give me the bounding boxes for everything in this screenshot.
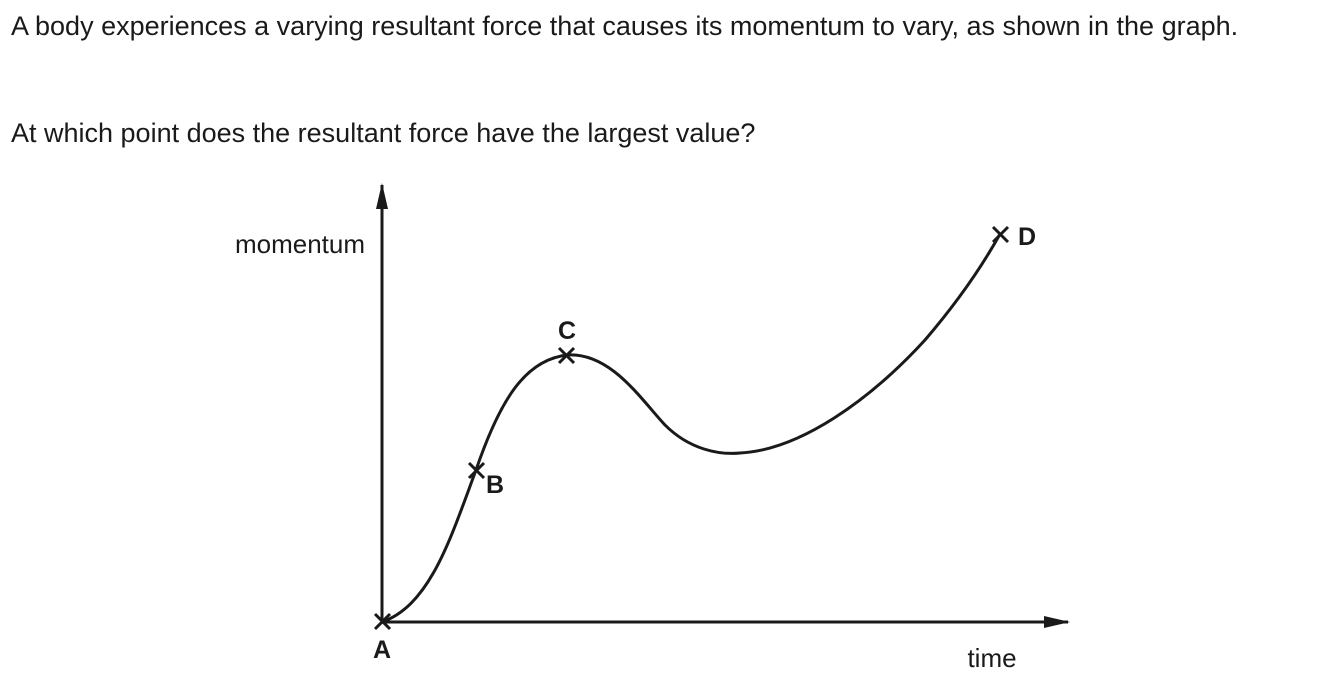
y-axis-label: momentum xyxy=(235,229,365,259)
point-a-label: A xyxy=(373,636,391,664)
question-prompt: At which point does the resultant force … xyxy=(11,118,756,148)
momentum-curve xyxy=(381,233,1002,624)
point-b-marker xyxy=(467,461,486,480)
point-d-label: D xyxy=(1018,223,1036,251)
point-a-marker xyxy=(373,612,392,631)
point-d-marker xyxy=(991,225,1010,244)
point-b-label: B xyxy=(486,471,504,499)
question-stem: A body experiences a varying resultant f… xyxy=(11,11,1239,41)
point-c-marker xyxy=(557,346,576,365)
point-c-label: C xyxy=(558,317,576,345)
x-axis-label: time xyxy=(967,643,1016,673)
